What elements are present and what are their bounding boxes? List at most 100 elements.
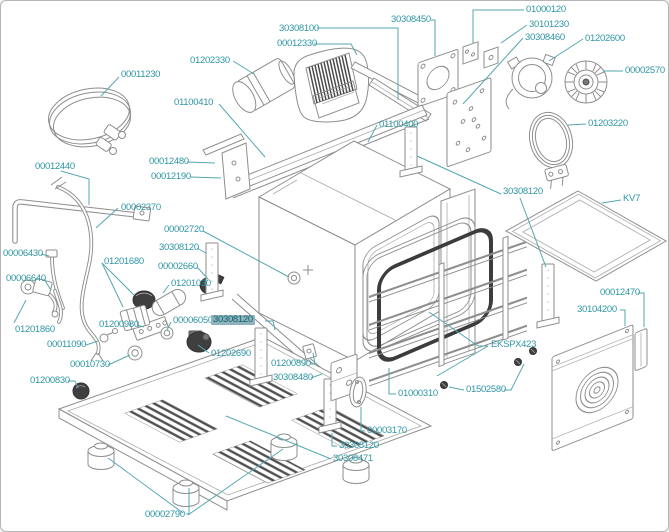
leader-line [620, 309, 626, 326]
part-label[interactable]: 00011090 [47, 339, 87, 350]
oven-cavity-drawing [257, 140, 452, 362]
leader-line [197, 344, 210, 354]
fan-wheel-drawing [564, 60, 608, 104]
part-label[interactable]: 30104200 [577, 304, 617, 315]
heating-element-drawing [528, 111, 574, 189]
part-label[interactable]: 30308100 [279, 23, 319, 34]
oven-feet-drawing [87, 433, 370, 507]
leader-line [462, 37, 524, 105]
leader-line [436, 345, 489, 377]
part-label[interactable]: 00012190 [151, 171, 191, 182]
leader-line [107, 354, 131, 366]
part-label[interactable]: 01202330 [190, 55, 230, 66]
part-label[interactable]: 00006430 [3, 248, 43, 259]
leader-line [107, 457, 184, 514]
part-label[interactable]: 00012330 [277, 38, 317, 49]
part-label[interactable]: 00002660 [158, 261, 198, 272]
part-label[interactable]: 00002790 [145, 509, 185, 520]
leader-line [265, 320, 276, 331]
part-label[interactable]: 00002720 [164, 224, 204, 235]
bent-pipe-drawing [12, 199, 152, 244]
leader-lines-layer [13, 9, 645, 516]
leader-line [567, 123, 587, 126]
pump-drawing [119, 290, 156, 332]
leader-line [189, 176, 222, 179]
part-label[interactable]: 00003170 [367, 425, 407, 436]
leader-line [638, 292, 645, 327]
part-label[interactable]: 00006640 [6, 273, 46, 284]
leader-line [519, 197, 547, 268]
back-panel-drawing [551, 324, 634, 451]
leader-line [367, 124, 378, 143]
fan-motor-top-drawing [232, 58, 296, 113]
leader-line [428, 311, 488, 347]
part-label[interactable]: 00011230 [121, 69, 161, 80]
leader-line [187, 448, 284, 516]
leader-line [43, 278, 52, 291]
back-mount-panel-drawing [446, 77, 492, 167]
part-label-selected[interactable]: 30308120 [211, 314, 255, 325]
part-label[interactable]: 01203220 [588, 118, 628, 129]
leader-line [388, 368, 396, 395]
top-frame-rail-drawing [202, 104, 430, 200]
part-label[interactable]: 01201680 [104, 256, 144, 267]
part-label[interactable]: 01502580 [466, 384, 506, 395]
part-label[interactable]: 00006050 [173, 315, 213, 326]
leader-line [232, 60, 255, 75]
leader-line [136, 324, 145, 328]
part-label[interactable]: EKSPX423 [491, 339, 537, 350]
part-label[interactable]: 01200980 [99, 319, 139, 330]
part-label[interactable]: 01202600 [585, 33, 625, 44]
door-inner-panel-drawing [440, 188, 476, 366]
leader-line [13, 299, 27, 324]
convection-motor-drawing [505, 53, 556, 110]
vent-grille-drawing [293, 47, 370, 123]
leader-line [360, 407, 365, 432]
part-label[interactable]: 01000310 [398, 388, 438, 399]
side-strip-drawing [634, 328, 648, 371]
part-label[interactable]: 00002570 [625, 65, 665, 76]
leader-line [448, 386, 465, 391]
part-label[interactable]: 01100400 [379, 119, 419, 130]
leader-line [100, 76, 120, 97]
door-gasket-drawing [377, 228, 493, 362]
part-label[interactable]: 00010730 [70, 359, 110, 370]
part-label[interactable]: 30308120 [339, 440, 379, 451]
part-label[interactable]: 01201860 [15, 324, 55, 335]
grommet-drawing [72, 272, 225, 400]
part-label[interactable]: 30308120 [159, 242, 199, 253]
leader-line [601, 199, 622, 204]
part-label[interactable]: 01200890 [271, 358, 311, 369]
part-label[interactable]: 30308460 [525, 32, 565, 43]
part-label[interactable]: 01000120 [526, 4, 566, 15]
part-label[interactable]: 30308450 [391, 14, 431, 25]
part-label[interactable]: 00012440 [35, 161, 75, 172]
leader-line [166, 321, 172, 331]
leader-line [500, 24, 528, 44]
leader-line [472, 9, 524, 43]
pump-motor-drawing [186, 330, 212, 353]
part-label[interactable]: 30308471 [333, 453, 373, 464]
oval-cover-drawing [349, 376, 367, 408]
part-label[interactable]: 00012480 [149, 156, 189, 167]
part-label[interactable]: 30101230 [529, 19, 569, 30]
part-label[interactable]: 01202690 [211, 348, 251, 359]
baking-tray-drawing [504, 190, 668, 282]
leader-line [202, 230, 290, 278]
part-label[interactable]: KV7 [623, 193, 641, 204]
leader-line [186, 161, 216, 164]
part-label[interactable]: 30308480 [273, 372, 313, 383]
cable-clamp-drawing [99, 328, 118, 343]
part-label[interactable]: 30308120 [503, 186, 543, 197]
part-label[interactable]: 01100410 [174, 97, 214, 108]
part-label[interactable]: 01200830 [30, 375, 70, 386]
leader-line [314, 43, 358, 56]
part-label[interactable]: 00012470 [600, 287, 640, 298]
part-label[interactable]: 00002370 [121, 202, 161, 213]
leader-line [85, 340, 99, 346]
part-label[interactable]: 01201030 [171, 278, 211, 289]
leader-line [431, 19, 436, 56]
leader-line [548, 38, 584, 62]
